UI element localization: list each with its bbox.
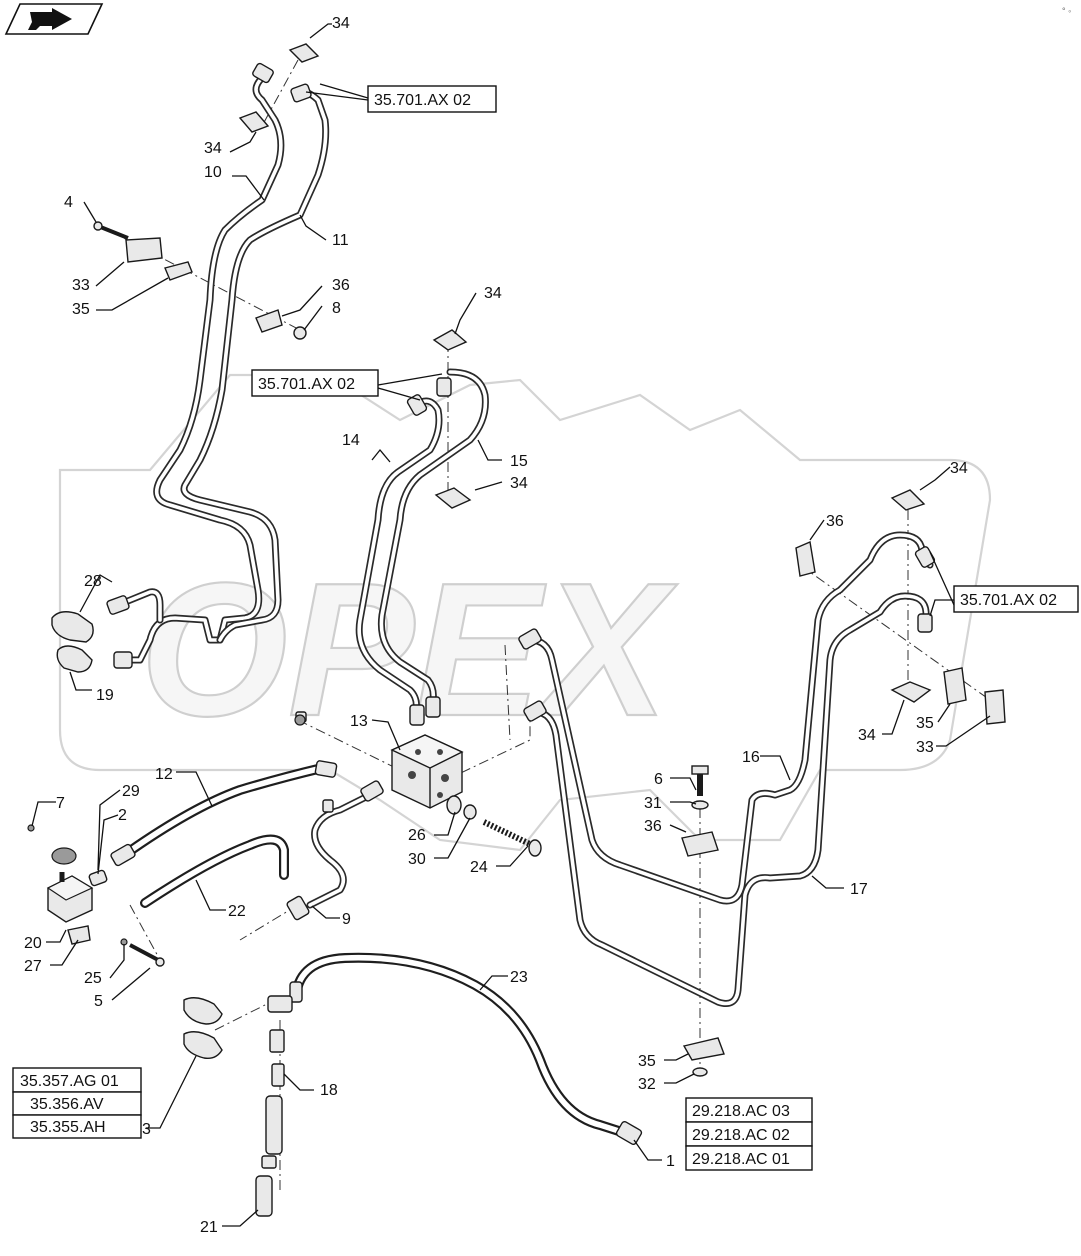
reference-link[interactable]: 35.355.AH (30, 1119, 106, 1136)
reference-stack-left: 35.357.AG 01 35.356.AV 35.355.AH (12, 1067, 142, 1139)
hose-12 (115, 763, 327, 863)
hose-23 (291, 952, 630, 1138)
svg-text:° ◦: ° ◦ (1062, 6, 1071, 16)
callout-15: 15 (510, 453, 528, 470)
callout-10: 10 (204, 164, 222, 181)
svg-text:35.701.AX 02: 35.701.AX 02 (960, 592, 1057, 609)
callout-30: 30 (408, 851, 426, 868)
tube-16 (526, 531, 934, 905)
tube-9 (306, 791, 374, 909)
callout-21: 21 (200, 1219, 218, 1236)
callout-11: 11 (332, 232, 349, 249)
couplers (183, 995, 293, 1217)
tube-17 (531, 592, 930, 1007)
callout-1: 1 (666, 1153, 675, 1170)
callout-3: 3 (142, 1121, 151, 1138)
callout-19: 19 (96, 687, 114, 704)
callout-20: 20 (24, 935, 42, 952)
callout-27: 27 (24, 958, 42, 975)
watermark-text: OPEX (140, 544, 678, 756)
tube-10 (116, 74, 285, 664)
callout-34: 34 (510, 475, 528, 492)
tube-14 (355, 397, 443, 714)
fittings (51, 62, 936, 1146)
callout-12: 12 (155, 766, 173, 783)
callout-28: 28 (84, 573, 102, 590)
tube-11 (114, 88, 330, 644)
callout-34: 34 (204, 140, 222, 157)
callout-23: 23 (510, 969, 528, 986)
callout-32: 32 (638, 1076, 656, 1093)
callout-14: 14 (342, 432, 360, 449)
callout-29: 29 (122, 783, 140, 800)
selector-valve-20 (46, 847, 108, 945)
bolts (27, 221, 709, 1077)
callout-4: 4 (64, 194, 73, 211)
callout-31: 31 (644, 795, 662, 812)
callout-34: 34 (858, 727, 876, 744)
callout-7: 7 (56, 795, 65, 812)
callout-16: 16 (742, 749, 760, 766)
callout-5: 5 (94, 993, 103, 1010)
reference-link[interactable]: 35.356.AV (30, 1096, 104, 1113)
watermark: OPEX (58, 373, 992, 852)
callout-24: 24 (470, 859, 488, 876)
callout-35: 35 (638, 1053, 656, 1070)
callout-26: 26 (408, 827, 426, 844)
reference-stack-right: 29.218.AC 03 29.218.AC 02 29.218.AC 01 (685, 1097, 813, 1171)
hose-22 (140, 834, 289, 908)
tube-15 (377, 368, 489, 709)
clamp-blocks (164, 43, 967, 1061)
callout-34: 34 (332, 15, 350, 32)
back-arrow-icon[interactable] (4, 3, 104, 35)
callout-33: 33 (72, 277, 90, 294)
callout-labels: 34 34 10 11 4 33 35 36 8 34 14 15 34 34 … (24, 15, 968, 1236)
valve-block-13 (390, 734, 464, 809)
callout-25: 25 (84, 970, 102, 987)
reference-link[interactable]: 29.218.AC 02 (692, 1127, 790, 1144)
callout-36: 36 (644, 818, 662, 835)
leader-lines (31, 23, 991, 1227)
callout-35: 35 (916, 715, 934, 732)
plates-33 (125, 237, 1006, 725)
svg-text:35.701.AX 02: 35.701.AX 02 (258, 376, 355, 393)
callout-22: 22 (228, 903, 246, 920)
reference-link[interactable]: 29.218.AC 03 (692, 1103, 790, 1120)
reference-link[interactable]: 35.357.AG 01 (20, 1073, 119, 1090)
callout-33: 33 (916, 739, 934, 756)
callout-36: 36 (826, 513, 844, 530)
callout-9: 9 (342, 911, 351, 928)
callout-18: 18 (320, 1082, 338, 1099)
reference-link[interactable]: 29.218.AC 01 (692, 1151, 790, 1168)
callout-36: 36 (332, 277, 350, 294)
callout-17: 17 (850, 881, 868, 898)
reference-box-top[interactable]: 35.701.AX 02 (367, 85, 497, 113)
callout-2: 2 (118, 807, 127, 824)
svg-text:35.701.AX 02: 35.701.AX 02 (374, 92, 471, 109)
callout-34: 34 (484, 285, 502, 302)
callout-8: 8 (332, 300, 341, 317)
reference-box-mid[interactable]: 35.701.AX 02 (251, 369, 379, 397)
reference-box-right[interactable]: 35.701.AX 02 (953, 585, 1079, 613)
callout-13: 13 (350, 713, 368, 730)
callout-34: 34 (950, 460, 968, 477)
callout-6: 6 (654, 771, 663, 788)
callout-35: 35 (72, 301, 90, 318)
